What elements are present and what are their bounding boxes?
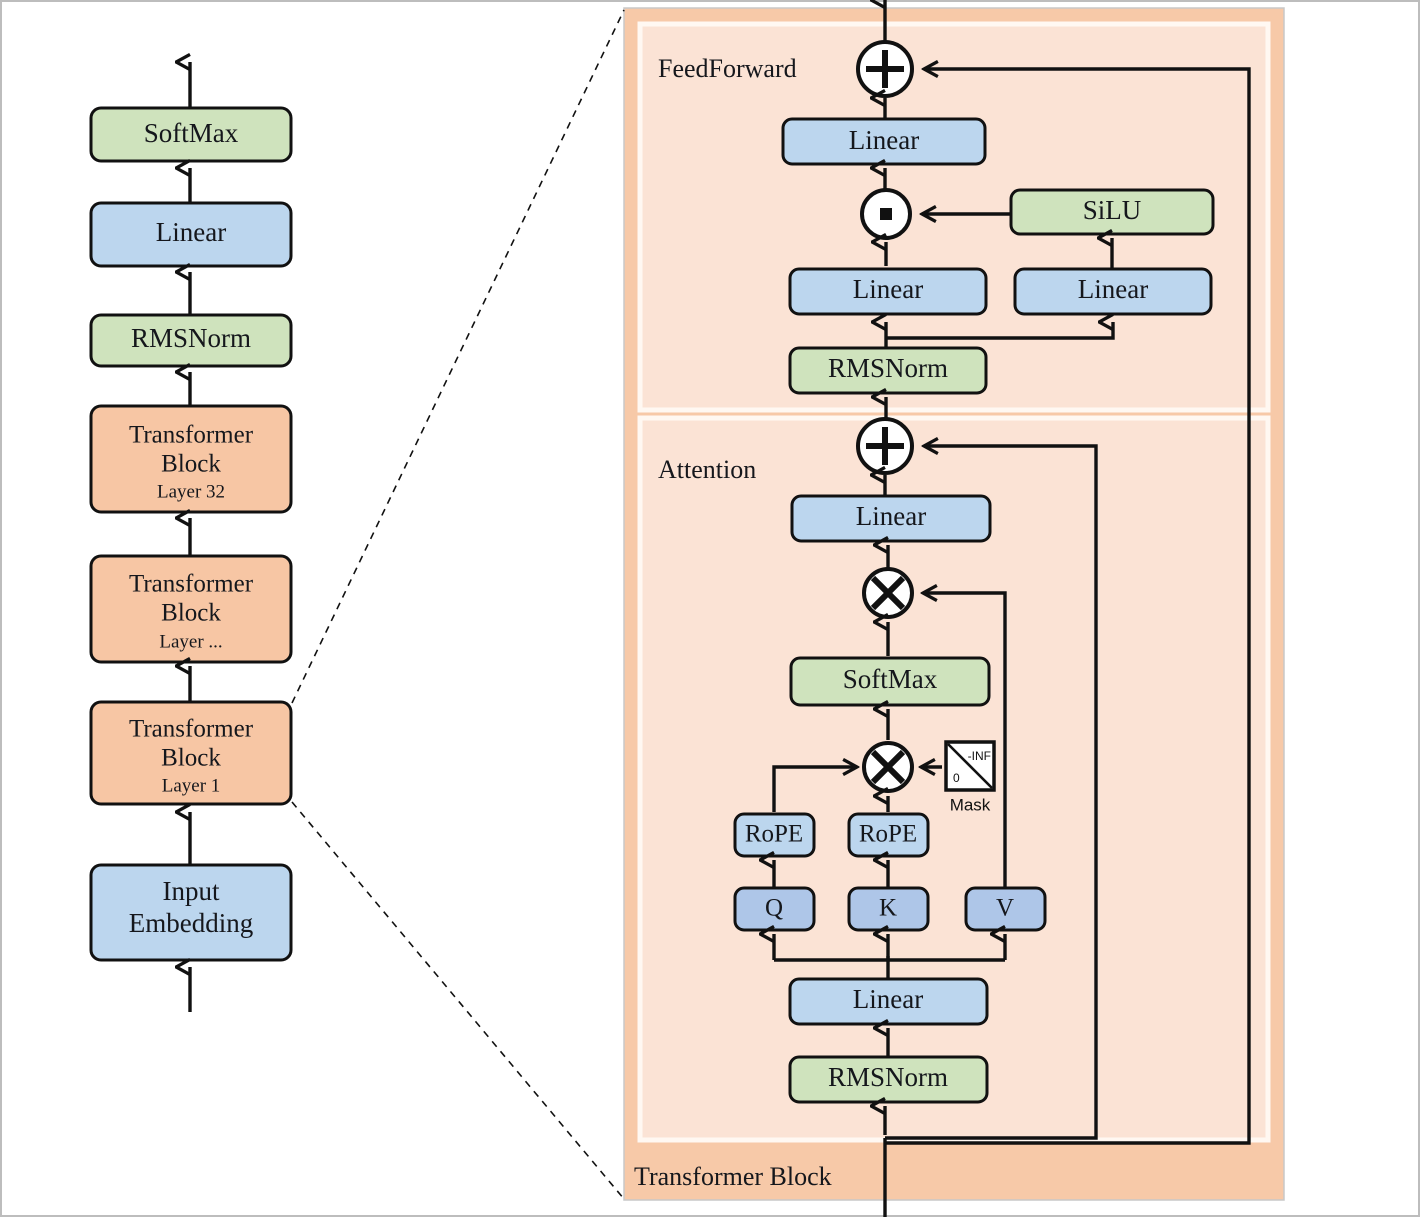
stack-block1-box[interactable]	[89, 700, 293, 806]
ff-linear-out-node[interactable]: Linear	[781, 117, 987, 166]
ff-silu-node[interactable]: SiLU	[1009, 188, 1215, 236]
stack-linear-label: Linear	[156, 217, 226, 247]
att-rmsnorm-node[interactable]: RMSNorm	[788, 1055, 989, 1104]
stack-blockdot-label-line2: Block	[161, 600, 221, 627]
att-linear-in-node[interactable]: Linear	[788, 977, 989, 1026]
attention-add-op	[856, 417, 914, 475]
stack-embedding-label-line1: Input	[163, 876, 220, 906]
att-rope-query-label: RoPE	[745, 821, 803, 848]
stack-node-softmax[interactable]: SoftMax	[89, 106, 293, 163]
attention-residual-path	[885, 446, 1098, 1140]
feedforward-add-op	[856, 40, 914, 98]
att-query-node[interactable]: Q	[733, 886, 816, 932]
ff-linear-out-label: Linear	[849, 125, 919, 155]
att-value-node[interactable]: V	[964, 886, 1047, 932]
stack-block1-sublabel: Layer 1	[162, 775, 221, 796]
feedforward-dot-product-op	[860, 188, 912, 240]
stack-rmsnorm-label: RMSNorm	[131, 323, 251, 353]
stack-rmsnorm-box[interactable]	[89, 313, 293, 368]
att-linear-in-label: Linear	[853, 984, 923, 1014]
left-stack: SoftMax Linear RMSNorm Transformer Block…	[89, 62, 293, 1012]
stack-block32-sublabel: Layer 32	[157, 481, 225, 502]
att-key-label: K	[879, 895, 897, 922]
att-mul-v-glyph-b	[870, 575, 906, 611]
mask-diagonal-line	[947, 743, 993, 789]
mask-caption: Mask	[950, 795, 991, 814]
att-query-label: Q	[765, 895, 783, 922]
stack-linear-box[interactable]	[89, 201, 293, 268]
stack-node-rmsnorm[interactable]: RMSNorm	[89, 313, 293, 368]
stack-node-linear[interactable]: Linear	[89, 201, 293, 268]
ff-rmsnorm-node[interactable]: RMSNorm	[788, 346, 988, 395]
feedforward-residual-path	[885, 69, 1251, 1145]
ff-linear-right-label: Linear	[1078, 274, 1148, 304]
att-softmax-label: SoftMax	[843, 664, 938, 694]
attention-mask-icon: -INF 0 Mask	[944, 740, 996, 814]
value-to-multiply-path	[923, 593, 1007, 889]
ff-linear-right-node[interactable]: Linear	[1013, 267, 1213, 316]
ff-dot-glyph	[880, 208, 892, 220]
stack-embedding-box[interactable]	[89, 863, 293, 962]
transformer-block-container-label: Transformer Block	[634, 1162, 832, 1191]
feedforward-group: Linear SiLU Linear Linear	[781, 0, 1251, 1145]
stack-block32-label-line1: Transformer	[129, 422, 254, 449]
att-mul-qk-glyph-b	[870, 749, 906, 785]
att-softmax-node[interactable]: SoftMax	[789, 656, 991, 707]
att-key-node[interactable]: K	[847, 886, 930, 932]
stack-blockdot-sublabel: Layer ...	[159, 631, 222, 652]
stack-node-block-layer-1[interactable]: Transformer Block Layer 1	[89, 700, 293, 806]
stack-block32-box[interactable]	[89, 404, 293, 514]
stack-embedding-label-line2: Embedding	[129, 908, 253, 938]
ff-rmsnorm-box[interactable]	[788, 346, 988, 395]
stack-block32-label-line2: Block	[161, 451, 221, 478]
stack-node-input-embedding[interactable]: Input Embedding	[89, 863, 293, 962]
query-key-multiply-op	[862, 741, 914, 793]
stack-block1-label-line1: Transformer	[129, 716, 254, 743]
att-linear-out-label: Linear	[856, 501, 926, 531]
ff-silu-label: SiLU	[1083, 195, 1142, 225]
ff-linear-left-node[interactable]: Linear	[788, 267, 988, 316]
stack-block1-label-line2: Block	[161, 745, 221, 772]
att-softmax-box[interactable]	[789, 656, 991, 707]
stack-softmax-box[interactable]	[89, 106, 293, 163]
ff-rmsnorm-label: RMSNorm	[828, 353, 948, 383]
stack-softmax-label: SoftMax	[144, 118, 239, 148]
mask-zero-value: 0	[953, 771, 960, 785]
leader-line-lower	[291, 801, 625, 1200]
att-value-label: V	[996, 895, 1014, 922]
stack-blockdot-label-line1: Transformer	[129, 571, 254, 598]
stack-blockdot-box[interactable]	[89, 554, 293, 664]
attention-section-label: Attention	[658, 455, 756, 484]
att-rmsnorm-box[interactable]	[788, 1055, 989, 1104]
ff-linear-left-label: Linear	[853, 274, 923, 304]
query-rope-to-multiply-path	[772, 767, 857, 812]
stack-node-block-layer-dots[interactable]: Transformer Block Layer ...	[89, 554, 293, 664]
feedforward-section-label: FeedForward	[658, 54, 797, 83]
attention-value-multiply-op	[862, 567, 914, 619]
att-linear-out-node[interactable]: Linear	[790, 494, 992, 543]
att-rope-key-label: RoPE	[859, 821, 917, 848]
att-rope-key-node[interactable]: RoPE	[847, 812, 930, 858]
arrow-ff-rmsnorm-to-linear-right	[886, 322, 1115, 340]
att-rope-query-node[interactable]: RoPE	[733, 812, 816, 858]
att-rmsnorm-label: RMSNorm	[828, 1062, 948, 1092]
att-linear-out-box[interactable]	[790, 494, 992, 543]
stack-node-block-layer-32[interactable]: Transformer Block Layer 32	[89, 404, 293, 514]
mask-neg-inf-value: -INF	[968, 749, 991, 763]
ff-linear-left-box[interactable]	[788, 267, 988, 316]
attention-group: Linear SoftMax	[733, 417, 1098, 1217]
leader-line-upper	[291, 9, 625, 704]
